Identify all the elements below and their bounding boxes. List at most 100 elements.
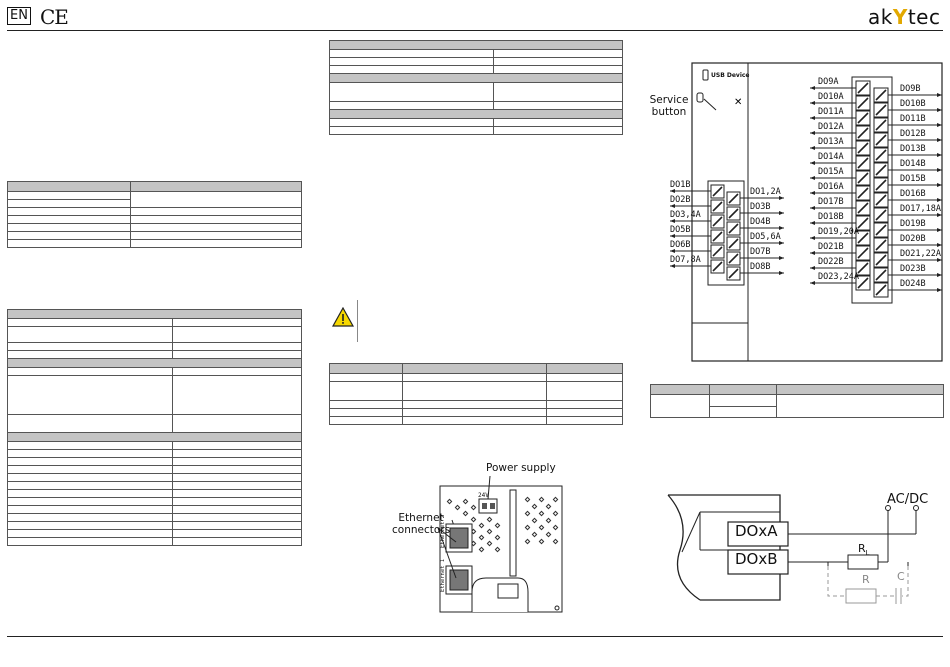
terminal-slot	[875, 269, 887, 281]
terminal-label: DO10A	[818, 92, 844, 102]
terminal-slot	[857, 187, 869, 199]
terminal-slot	[712, 201, 723, 212]
terminal-label: DO4B	[750, 217, 771, 227]
terminal-slot	[712, 216, 723, 227]
connection-diagram: ✕	[670, 62, 943, 362]
terminal-slot	[875, 134, 887, 146]
arrow-left	[810, 266, 815, 270]
arrow-right	[779, 256, 784, 260]
voltage-label: 24V	[478, 492, 489, 499]
output-circuit-diagram	[667, 494, 919, 604]
terminal-slot	[857, 277, 869, 289]
terminal-slot	[857, 127, 869, 139]
arrow-right	[937, 228, 942, 232]
arrow-left	[810, 236, 815, 240]
terminal-slot	[875, 104, 887, 116]
terminal-slot	[875, 254, 887, 266]
terminal-slot	[712, 246, 723, 257]
arrow-left	[670, 189, 675, 193]
terminal-label: DO22B	[818, 257, 844, 267]
terminal-label: DO17B	[818, 197, 844, 207]
doxb-label: DOxB	[735, 550, 778, 568]
doxa-label: DOxA	[735, 522, 778, 540]
terminal-slot	[728, 268, 739, 279]
terminal-label: DO9A	[818, 77, 839, 87]
ce-mark: CE	[40, 5, 69, 29]
arrow-right	[937, 153, 942, 157]
service-pointer	[703, 98, 717, 111]
terminal-label: DO5B	[670, 225, 691, 235]
terminal-label: DO8B	[750, 262, 771, 272]
arrow-left	[810, 206, 815, 210]
terminal-label: DO1B	[670, 180, 691, 190]
ethernet-2-label: Ethernet 2	[440, 514, 446, 548]
terminal-slot	[857, 202, 869, 214]
arrow-left	[670, 234, 675, 238]
terminal-slot	[728, 253, 739, 264]
arrow-right	[937, 168, 942, 172]
arrow-right	[937, 198, 942, 202]
terminal-slot	[857, 232, 869, 244]
arrow-left	[810, 221, 815, 225]
arrow-right	[937, 93, 942, 97]
terminal-label: DO1,2A	[750, 187, 781, 197]
terminal-label: DO7,8A	[670, 255, 701, 265]
terminal-slot	[857, 247, 869, 259]
arrow-left	[810, 251, 815, 255]
arrow-left	[670, 264, 675, 268]
terminal-label: DO17,18A	[900, 204, 941, 214]
akytec-logo: akYtec	[868, 5, 941, 29]
terminal-label: DO14A	[818, 152, 844, 162]
arrow-right	[937, 243, 942, 247]
terminal-slot	[875, 164, 887, 176]
arrow-left	[810, 101, 815, 105]
terminal-label: DO3,4A	[670, 210, 701, 220]
header-divider	[7, 30, 943, 31]
arrow-right	[937, 108, 942, 112]
terminal-slot	[857, 217, 869, 229]
terminal-slot	[875, 224, 887, 236]
rl-label: RL	[858, 542, 870, 558]
terminal-slot	[875, 119, 887, 131]
terminal-label: DO2B	[670, 195, 691, 205]
terminal-label: DO14B	[900, 159, 926, 169]
terminal-label: DO12B	[900, 129, 926, 139]
arrow-right	[937, 183, 942, 187]
terminal-slot	[875, 284, 887, 296]
terminal-label: DO15B	[900, 174, 926, 184]
terminal-label: DO10B	[900, 99, 926, 109]
terminal-slot	[728, 238, 739, 249]
terminal-label: DO16A	[818, 182, 844, 192]
terminal-slot	[875, 239, 887, 251]
ethernet-1-label: Ethernet 1	[440, 558, 446, 592]
power-supply-label: Power supply	[486, 462, 556, 474]
ac-dc-label: AC/DC	[887, 492, 929, 507]
usb-icon	[702, 69, 709, 81]
arrow-left	[670, 219, 675, 223]
terminal-label: DO16B	[900, 189, 926, 199]
terminal-label: DO21,22A	[900, 249, 941, 259]
terminal-slot	[857, 97, 869, 109]
arrow-right	[937, 138, 942, 142]
terminal-slot	[875, 89, 887, 101]
terminal-label: DO23,24A	[818, 272, 859, 282]
arrow-left	[810, 176, 815, 180]
terminal-slot	[728, 223, 739, 234]
terminal-label: DO19,20A	[818, 227, 859, 237]
arrow-right	[779, 241, 784, 245]
arrow-left	[810, 146, 815, 150]
terminal-label: DO24B	[900, 279, 926, 289]
warning-icon	[332, 307, 354, 327]
arrow-left	[670, 204, 675, 208]
terminal-label: DO11B	[900, 114, 926, 124]
terminal-label: DO13B	[900, 144, 926, 154]
spec-table-4	[328, 363, 624, 425]
terminal-slot	[728, 193, 739, 204]
arrow-left	[670, 249, 675, 253]
warning-divider	[357, 300, 358, 342]
c-label: C	[897, 570, 905, 583]
arrow-right	[779, 196, 784, 200]
terminal-label: DO9B	[900, 84, 921, 94]
